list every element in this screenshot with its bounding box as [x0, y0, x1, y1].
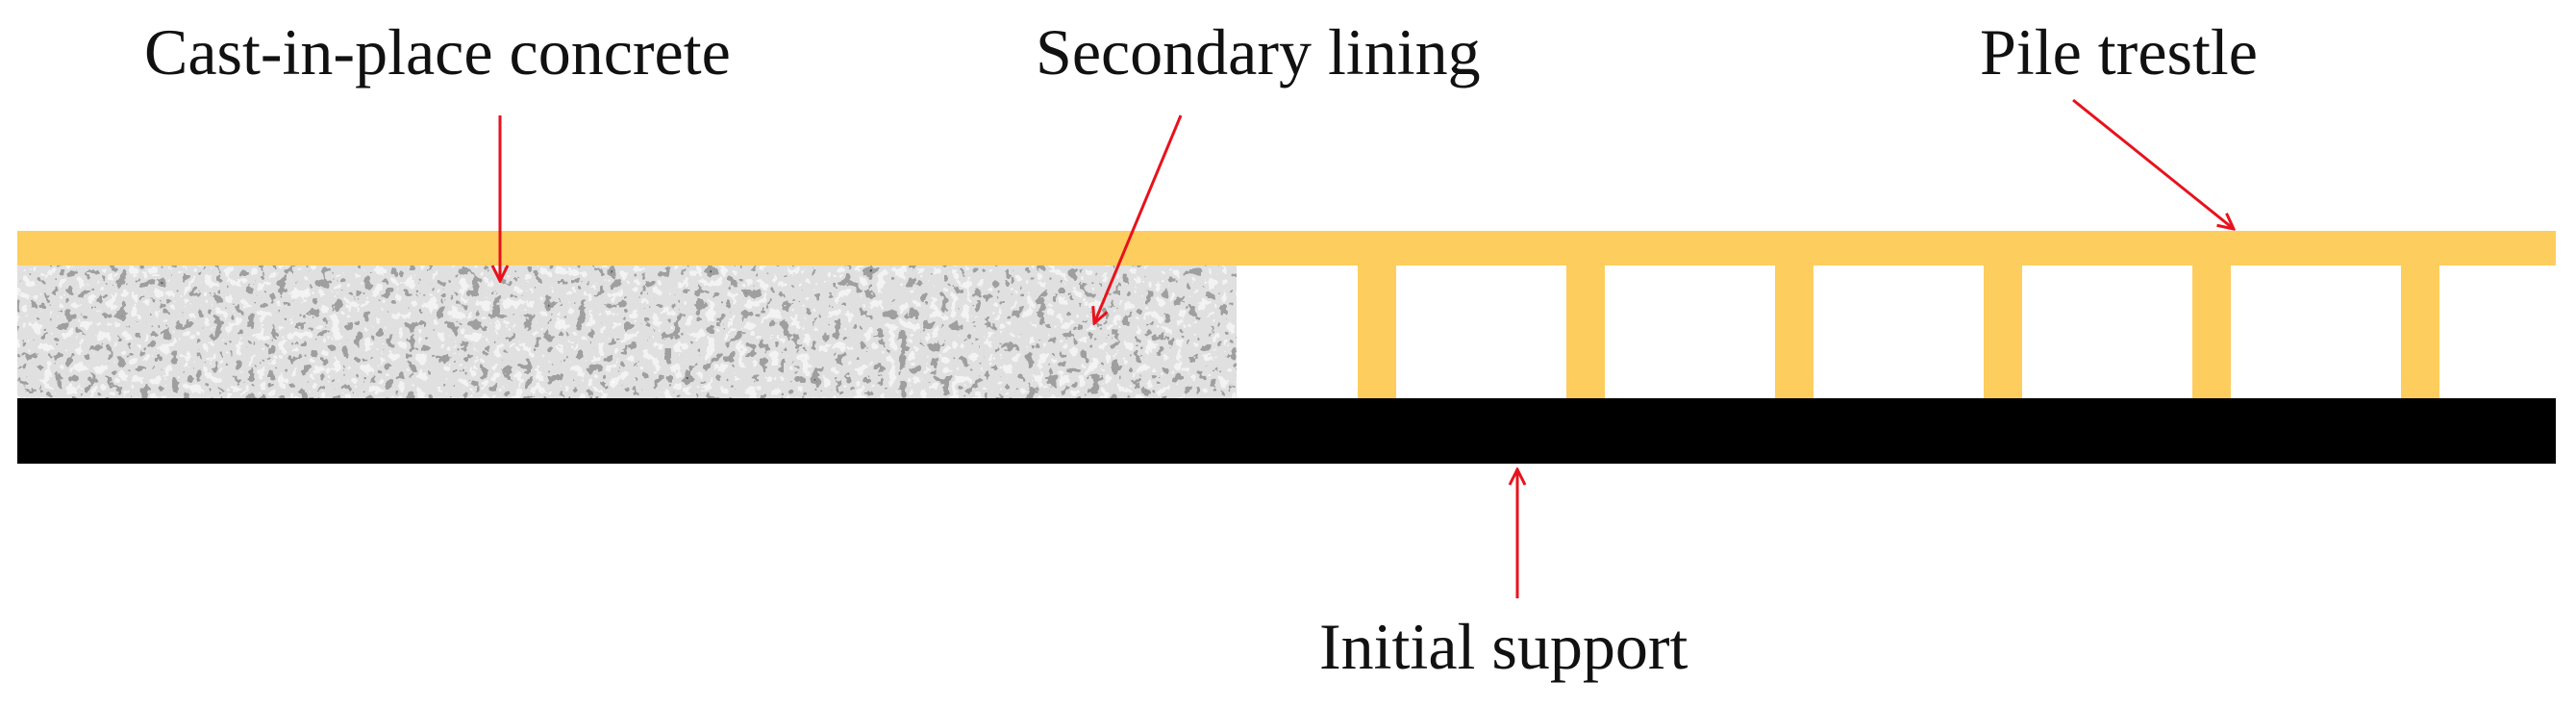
label-secondary-lining: Secondary lining [1036, 15, 1481, 88]
pile-trestle-piles [1358, 266, 2439, 398]
concrete-texture [17, 266, 1237, 398]
arrow-secondary-lining [1094, 114, 1183, 323]
label-cast-in-place-concrete: Cast-in-place concrete [144, 15, 731, 88]
pile-leg [2401, 266, 2439, 398]
pile-leg [1358, 266, 1396, 398]
arrow-pile-trestle [2072, 98, 2234, 229]
pile-trestle-beam [17, 231, 2556, 266]
label-initial-support: Initial support [1319, 610, 1688, 683]
pile-leg [1984, 266, 2022, 398]
label-pile-trestle: Pile trestle [1980, 15, 2258, 88]
annotation-arrows [500, 98, 2234, 598]
pile-leg [1775, 266, 1813, 398]
concrete-block [17, 266, 1237, 398]
initial-support-slab [17, 398, 2556, 464]
pile-leg [2192, 266, 2231, 398]
pile-leg [1566, 266, 1605, 398]
